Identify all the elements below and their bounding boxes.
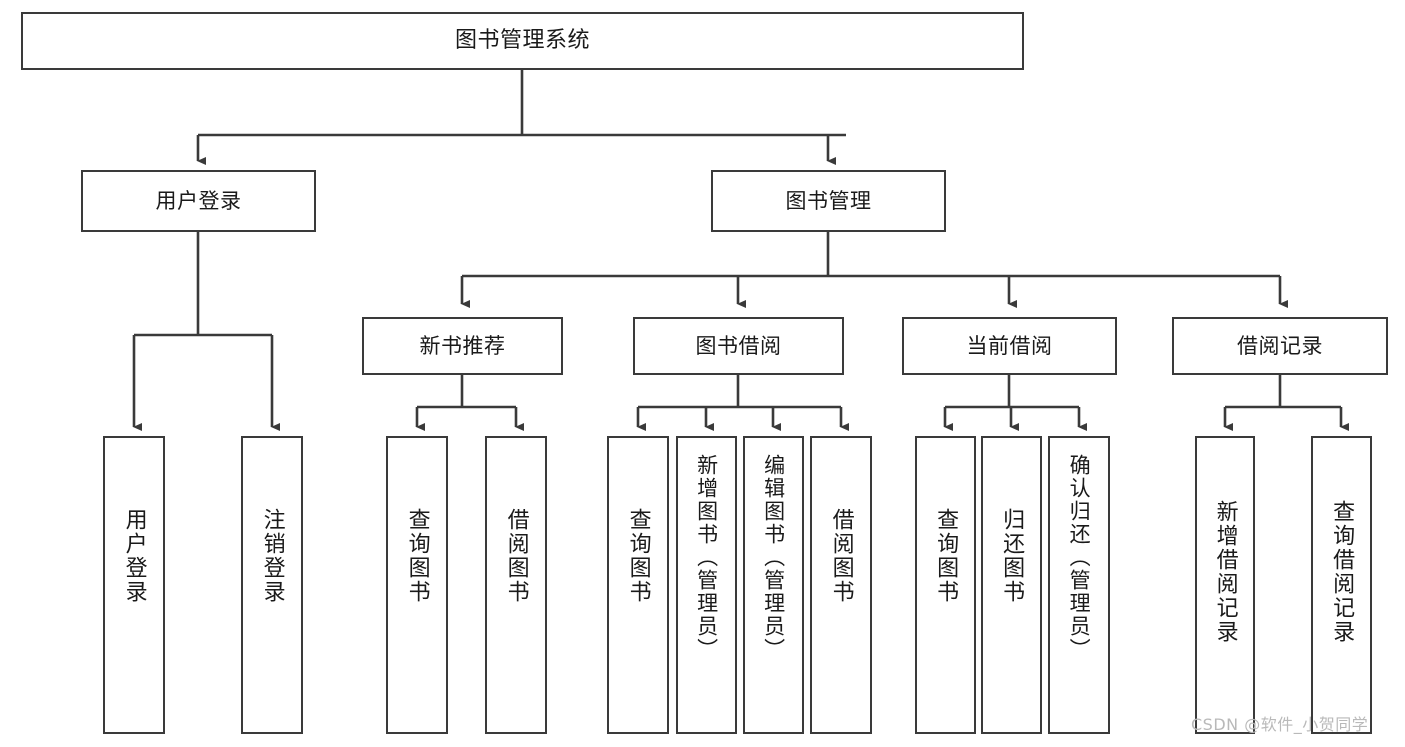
leaf-add-borrow-record[interactable]: 新增借阅记录	[1195, 436, 1255, 734]
node-label: 新增图书（管理员）	[694, 454, 719, 661]
node-user-login[interactable]: 用户登录	[81, 170, 316, 232]
leaf-logout-login[interactable]: 注销登录	[241, 436, 303, 734]
leaf-borrow-book-recommend[interactable]: 借阅图书	[485, 436, 547, 734]
node-label: 新书推荐	[419, 333, 506, 358]
node-label: 图书管理	[785, 188, 872, 213]
node-label: 图书管理系统	[454, 28, 590, 54]
leaf-add-book-admin[interactable]: 新增图书（管理员）	[676, 436, 737, 734]
node-label: 用户登录	[155, 188, 242, 213]
leaf-confirm-return-admin[interactable]: 确认归还（管理员）	[1048, 436, 1110, 734]
node-book-management[interactable]: 图书管理	[711, 170, 946, 232]
node-label: 用户登录	[121, 508, 147, 604]
node-label: 编辑图书（管理员）	[761, 454, 786, 661]
leaf-query-borrow-record[interactable]: 查询借阅记录	[1311, 436, 1372, 734]
leaf-borrow-book[interactable]: 借阅图书	[810, 436, 872, 734]
node-label: 查询图书	[625, 508, 651, 604]
node-label: 查询借阅记录	[1329, 500, 1355, 644]
leaf-query-book-current[interactable]: 查询图书	[915, 436, 976, 734]
csdn-watermark: CSDN @软件_小贺同学	[1191, 715, 1369, 734]
leaf-user-login[interactable]: 用户登录	[103, 436, 165, 734]
node-label: 查询图书	[404, 508, 430, 604]
node-current-borrow[interactable]: 当前借阅	[902, 317, 1117, 375]
node-book-borrow[interactable]: 图书借阅	[633, 317, 844, 375]
node-borrow-record[interactable]: 借阅记录	[1172, 317, 1388, 375]
node-label: 借阅图书	[828, 508, 854, 604]
node-label: 借阅图书	[503, 508, 529, 604]
leaf-query-book-recommend[interactable]: 查询图书	[386, 436, 448, 734]
node-label: 查询图书	[933, 508, 959, 604]
node-label: 借阅记录	[1237, 333, 1323, 358]
node-root-book-management-system[interactable]: 图书管理系统	[21, 12, 1024, 70]
node-label: 归还图书	[999, 508, 1025, 604]
node-label: 注销登录	[259, 508, 285, 604]
node-label: 当前借阅	[966, 333, 1053, 358]
node-label: 图书借阅	[695, 333, 782, 358]
node-new-book-recommend[interactable]: 新书推荐	[362, 317, 563, 375]
leaf-query-book-borrow[interactable]: 查询图书	[607, 436, 669, 734]
node-label: 新增借阅记录	[1212, 500, 1238, 644]
leaf-edit-book-admin[interactable]: 编辑图书（管理员）	[743, 436, 804, 734]
leaf-return-book[interactable]: 归还图书	[981, 436, 1042, 734]
node-label: 确认归还（管理员）	[1067, 454, 1092, 661]
